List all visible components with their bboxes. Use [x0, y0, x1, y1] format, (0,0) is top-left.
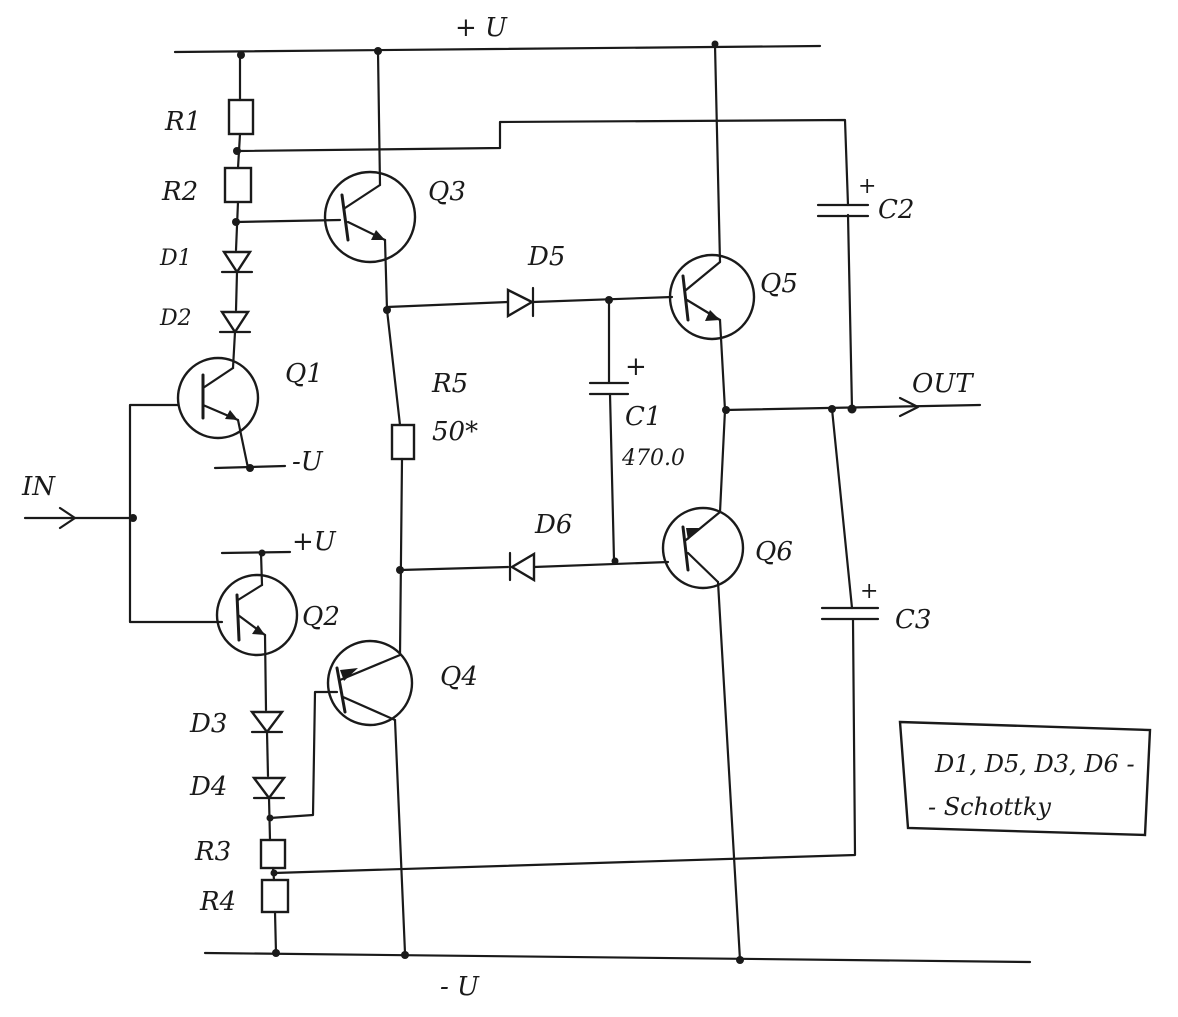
center-column-lower	[398, 457, 404, 657]
q3-transistor	[323, 170, 417, 312]
input-label: IN	[21, 472, 56, 502]
c2-label: C2	[878, 195, 914, 225]
c2-plus: +	[858, 174, 876, 199]
d4-label: D4	[189, 772, 227, 802]
q6-label: Q6	[755, 537, 793, 567]
junction-r4-rail	[272, 949, 280, 957]
c2-capacitor	[816, 203, 870, 218]
q5-label: Q5	[760, 269, 798, 299]
c1-capacitor	[588, 381, 630, 396]
q2-transistor	[215, 551, 299, 712]
c3-plus: +	[860, 579, 878, 604]
q3-collector-wire	[376, 50, 382, 187]
junction-q3-collector	[374, 47, 382, 55]
q5-collector-wire	[713, 43, 722, 264]
d3-diode	[249, 710, 285, 734]
r3-label: R3	[194, 837, 231, 867]
d5-wire-right	[531, 295, 674, 304]
c1-plus: +	[625, 352, 647, 382]
input-arrow	[23, 506, 132, 530]
c2-wire-bottom	[846, 213, 854, 411]
wire-r1r2-to-c2	[235, 118, 850, 207]
r5-value-label: 50*	[432, 417, 478, 447]
d5-diode	[506, 286, 535, 319]
positive-rail	[173, 44, 822, 54]
c1-wire-bottom	[608, 392, 616, 562]
output-arrow	[898, 396, 920, 418]
q2-collector-rail	[220, 550, 292, 555]
d5-wire-left	[385, 300, 510, 309]
junction-q5-collector	[711, 40, 719, 48]
q4-transistor	[326, 639, 414, 955]
r3-resistor	[259, 838, 287, 870]
d2-diode	[219, 310, 251, 335]
lower-bias-chain	[249, 710, 290, 955]
d2-label: D2	[159, 306, 192, 331]
q6-emitter-wire	[718, 408, 727, 514]
q4-label: Q4	[440, 662, 478, 692]
d3-label: D3	[189, 709, 227, 739]
d6-wire-right	[532, 560, 670, 569]
wire-r3r4-to-c3	[272, 618, 857, 875]
r4-resistor	[260, 878, 290, 914]
c1-value-label: 470.0	[621, 446, 685, 471]
d1-diode	[221, 250, 253, 275]
output-label: OUT	[912, 369, 974, 399]
q2-collector-rail-label: +U	[292, 527, 337, 557]
d5-label: D5	[527, 242, 565, 272]
junction-q4-emitter	[401, 951, 409, 959]
d6-diode	[508, 551, 536, 583]
q1-transistor	[176, 356, 260, 470]
q2-label: Q2	[302, 602, 340, 632]
q3-base-wire	[234, 218, 342, 224]
q4-base-wire	[268, 690, 339, 820]
negative-rail	[203, 951, 1032, 964]
d6-label: D6	[534, 510, 572, 540]
junction-q1-emitter	[246, 464, 254, 472]
q6-transistor	[661, 506, 745, 962]
center-column-upper	[385, 308, 402, 427]
q3-label: Q3	[428, 177, 466, 207]
c3-wire-top	[830, 407, 854, 610]
bias-chain	[218, 53, 255, 370]
r1-label: R1	[164, 107, 201, 137]
junction-d6-c1	[611, 557, 619, 565]
r5-label: R5	[431, 369, 468, 399]
r4-label: R4	[199, 887, 236, 917]
r5-resistor	[390, 423, 416, 461]
junction-r1-top	[237, 51, 245, 59]
r2-label: R2	[161, 177, 198, 207]
r2-resistor	[223, 166, 253, 204]
c1-label: C1	[625, 402, 661, 432]
q1-base-wire	[128, 403, 180, 522]
note-box: D1, D5, D3, D6 - - Schottky	[898, 720, 1152, 837]
q2-base-wire	[128, 518, 224, 624]
d6-wire-left	[398, 565, 510, 572]
junction-q6-collector	[736, 956, 744, 964]
d4-diode	[251, 776, 287, 800]
q5-transistor	[668, 253, 756, 412]
positive-rail-label: + U	[455, 13, 508, 43]
q1-emitter-rail-label: -U	[292, 447, 324, 477]
q1-label: Q1	[285, 359, 323, 389]
c3-capacitor	[820, 606, 880, 621]
negative-rail-label: - U	[440, 972, 480, 1002]
r1-resistor	[227, 98, 255, 136]
c3-label: C3	[895, 605, 931, 635]
note-line-1: D1, D5, D3, D6 -	[934, 750, 1135, 778]
note-line-2: - Schottky	[928, 793, 1051, 821]
d1-label: D1	[159, 246, 192, 271]
